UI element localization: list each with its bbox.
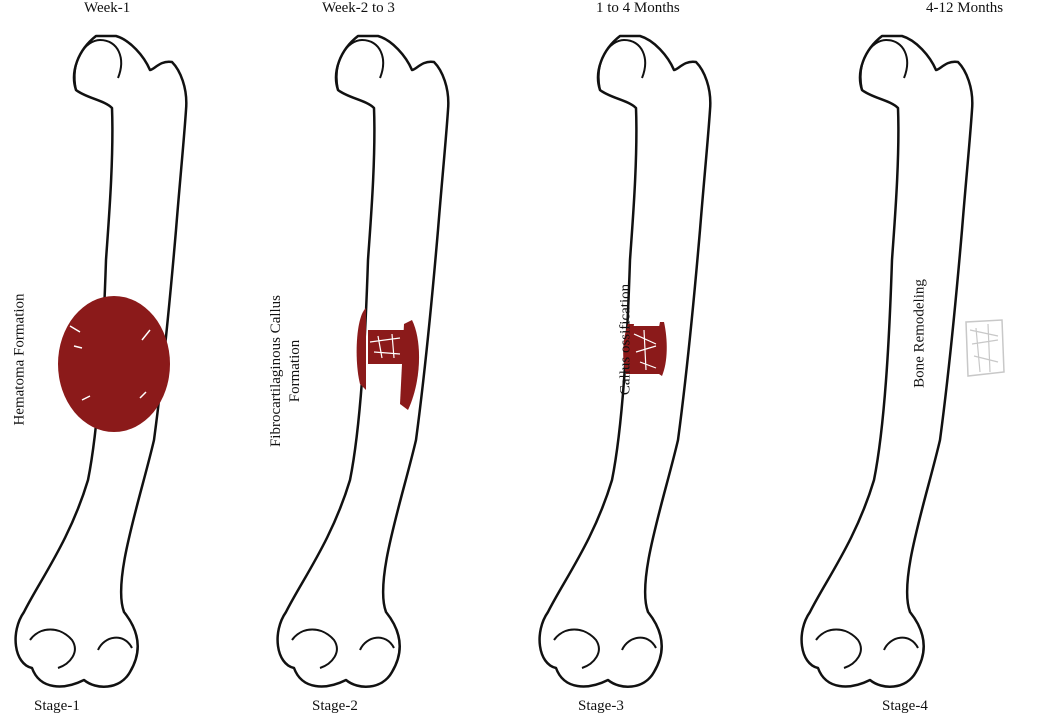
remodeled-bone [966, 320, 1004, 376]
stage-3-phase: Callus ossification [617, 250, 636, 430]
stage-3-period: 1 to 4 Months [596, 0, 680, 17]
stage-4-period: 4-12 Months [926, 0, 1003, 17]
femur-stage-3 [524, 0, 786, 722]
stage-4-phase-line-1: Bone Remodeling [911, 254, 930, 414]
stage-2-phase-line-1: Fibrocartilaginous Callus [267, 261, 286, 481]
stage-2-label: Stage-2 [312, 698, 358, 715]
hematoma-mass [58, 296, 170, 432]
stage-4-panel: 4-12 Months Stage-4 Bone Remodeling [786, 0, 1048, 722]
stage-1-panel: Week-1 Stage-1 Hematoma Formation [0, 0, 262, 722]
femur-stage-1 [0, 0, 262, 722]
stage-4-label: Stage-4 [882, 698, 928, 715]
stage-1-label: Stage-1 [34, 698, 80, 715]
stage-2-phase: Fibrocartilaginous Callus Formation [267, 261, 305, 481]
stage-2-period: Week-2 to 3 [322, 0, 395, 17]
stage-4-phase: Bone Remodeling [911, 254, 930, 414]
fibrocartilaginous-callus [357, 308, 419, 410]
stage-1-phase-line-1: Hematoma Formation [11, 270, 30, 450]
stage-3-label: Stage-3 [578, 698, 624, 715]
stage-3-phase-line-1: Callus ossification [617, 250, 636, 430]
stage-1-phase: Hematoma Formation [11, 270, 30, 450]
stage-3-panel: 1 to 4 Months Stage-3 Callus ossificatio… [524, 0, 786, 722]
stage-2-phase-line-2: Formation [286, 261, 305, 481]
stage-2-panel: Week-2 to 3 Stage-2 Fibrocartilaginous C… [262, 0, 524, 722]
stage-1-period: Week-1 [84, 0, 130, 17]
